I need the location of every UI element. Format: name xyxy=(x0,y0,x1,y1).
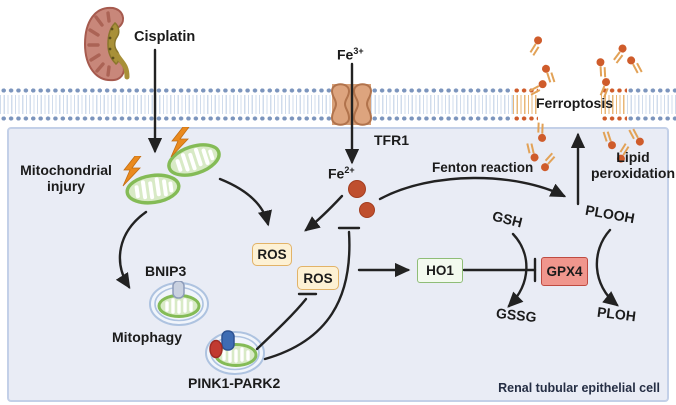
damaged-lipid-tails xyxy=(601,95,627,114)
gpx4-box-label: GPX4 xyxy=(546,264,583,279)
lipid-heads-row xyxy=(627,114,676,123)
bnip3-autophagosome-icon xyxy=(149,281,209,326)
gpx4-box: GPX4 xyxy=(541,257,588,286)
inhibit-pink1-ros xyxy=(255,297,308,351)
mitochondrion-icon xyxy=(125,173,181,205)
damaged-lipid-heads xyxy=(601,86,627,95)
fe2-sup: 2+ xyxy=(344,165,355,175)
pink1-protein-icon xyxy=(221,330,235,351)
lipid-heads-row xyxy=(371,114,513,123)
inhibit-pink1-fe2 xyxy=(263,230,351,361)
arrow-mito-to-mitophagy xyxy=(115,210,148,290)
arrow-mito-to-ros xyxy=(218,177,272,227)
tfr1-label: TFR1 xyxy=(374,132,409,148)
lightning-icon xyxy=(122,156,142,187)
ros-box-label: ROS xyxy=(303,270,333,286)
fe3-base: Fe xyxy=(337,46,354,63)
mitochondrial-injury-line2: injury xyxy=(46,177,86,194)
park2-protein-icon xyxy=(209,339,223,359)
lipid-tails xyxy=(0,95,332,114)
lipid-tails xyxy=(371,95,513,114)
damaged-membrane-segment xyxy=(601,86,627,123)
lipid-peroxidation-line2: peroxidation xyxy=(590,164,675,181)
pink1-park2-label: PINK1-PARK2 xyxy=(188,375,281,391)
iron-ion-icon xyxy=(348,180,366,198)
cell-membrane-segment xyxy=(0,86,332,123)
ros-box: ROS xyxy=(297,266,339,290)
fe2-label: Fe2+ xyxy=(328,165,355,182)
arrow-gsh-to-gssg xyxy=(507,232,528,308)
damaged-lipid-tails xyxy=(513,95,538,114)
cell-membrane-segment xyxy=(627,86,676,123)
lipid-heads-row xyxy=(0,86,332,95)
ho1-box-label: HO1 xyxy=(426,263,454,278)
lipid-heads-row xyxy=(627,86,676,95)
ho1-box: HO1 xyxy=(417,258,463,283)
fenton-reaction-label: Fenton reaction xyxy=(432,160,534,175)
lipid-heads-row xyxy=(0,114,332,123)
iron-ion-icon xyxy=(359,202,375,218)
mitochondrial-injury-line1: Mitochondrial xyxy=(20,162,112,178)
lipid-peroxidation-line1: Lipid xyxy=(616,149,650,165)
damaged-lipid-heads xyxy=(601,114,627,123)
cell-membrane-segment xyxy=(371,86,513,123)
mitochondrial-injury-label: Mitochondrial injury xyxy=(10,162,122,194)
cisplatin-label: Cisplatin xyxy=(134,29,196,45)
bnip3-label: BNIP3 xyxy=(145,263,187,279)
lightning-icon xyxy=(170,127,190,158)
lipid-tails xyxy=(627,95,676,114)
damaged-membrane-segment xyxy=(513,86,538,123)
kidney-icon xyxy=(83,6,130,82)
cell-name-label: Renal tubular epithelial cell xyxy=(498,381,660,395)
lipid-heads-row xyxy=(371,86,513,95)
fe3-sup: 3+ xyxy=(353,46,364,56)
ros-box: ROS xyxy=(252,243,292,266)
damaged-lipid-heads xyxy=(513,86,538,95)
arrow-fenton-reaction xyxy=(378,176,567,201)
pink1-park2-autophagosome-icon xyxy=(205,330,265,375)
mitochondrion-icon xyxy=(167,143,221,177)
lipid-peroxidation-label: Lipid peroxidation xyxy=(590,149,676,181)
ferroptosis-label: Ferroptosis xyxy=(536,95,614,111)
fe3-label: Fe3+ xyxy=(337,46,364,63)
ros-box-label: ROS xyxy=(257,247,287,262)
arrow-plooh-to-ploh xyxy=(595,228,619,307)
mitophagy-label: Mitophagy xyxy=(112,329,182,345)
arrow-fe2-to-ros xyxy=(304,194,344,232)
bnip3-protein-icon xyxy=(172,281,185,299)
fe2-base: Fe xyxy=(328,165,345,182)
damaged-lipid-heads xyxy=(513,114,538,123)
